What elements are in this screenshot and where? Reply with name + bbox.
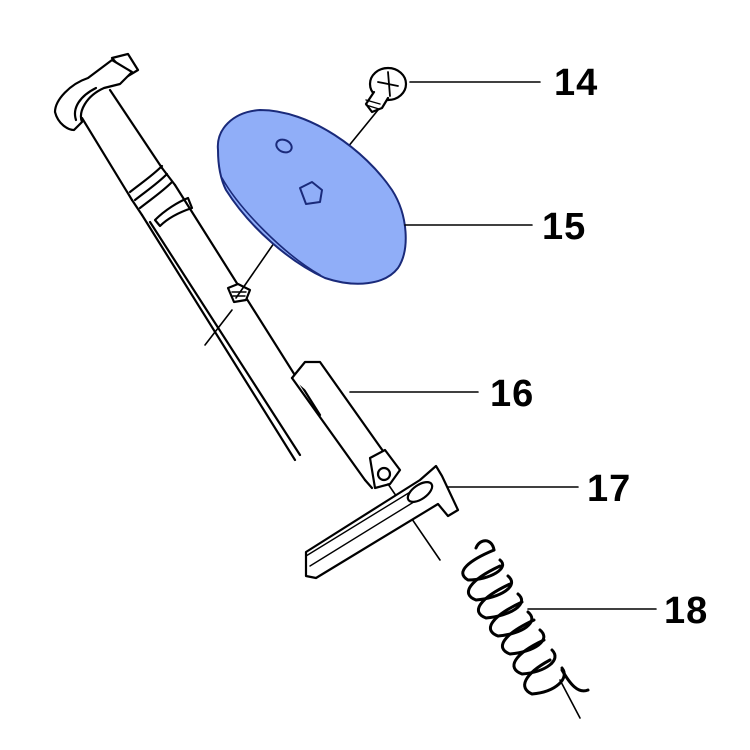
- leader-lines: [349, 81, 657, 610]
- spring-part-18[interactable]: [461, 539, 590, 696]
- plate-part-15[interactable]: [216, 109, 407, 285]
- callout-16: 16: [490, 373, 535, 415]
- callout-17: 17: [587, 468, 632, 510]
- callout-14: 14: [554, 62, 599, 104]
- lever-part-17[interactable]: [304, 464, 460, 580]
- screw-part-14[interactable]: [364, 66, 408, 114]
- callout-18: 18: [664, 590, 709, 632]
- callout-15: 15: [542, 206, 587, 248]
